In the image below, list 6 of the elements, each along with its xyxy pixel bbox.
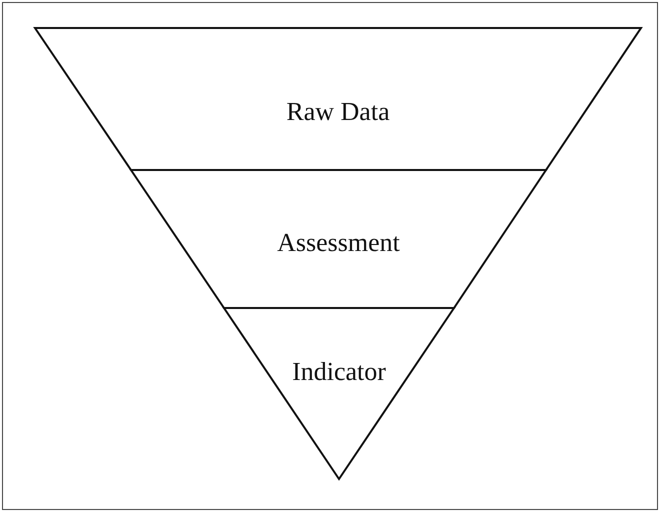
funnel-layer [224,308,454,479]
funnel-layer [35,28,641,170]
layer-label: Assessment [277,228,400,258]
layer-label: Indicator [292,357,386,387]
funnel-layer [131,170,546,308]
layer-label: Raw Data [286,97,390,127]
